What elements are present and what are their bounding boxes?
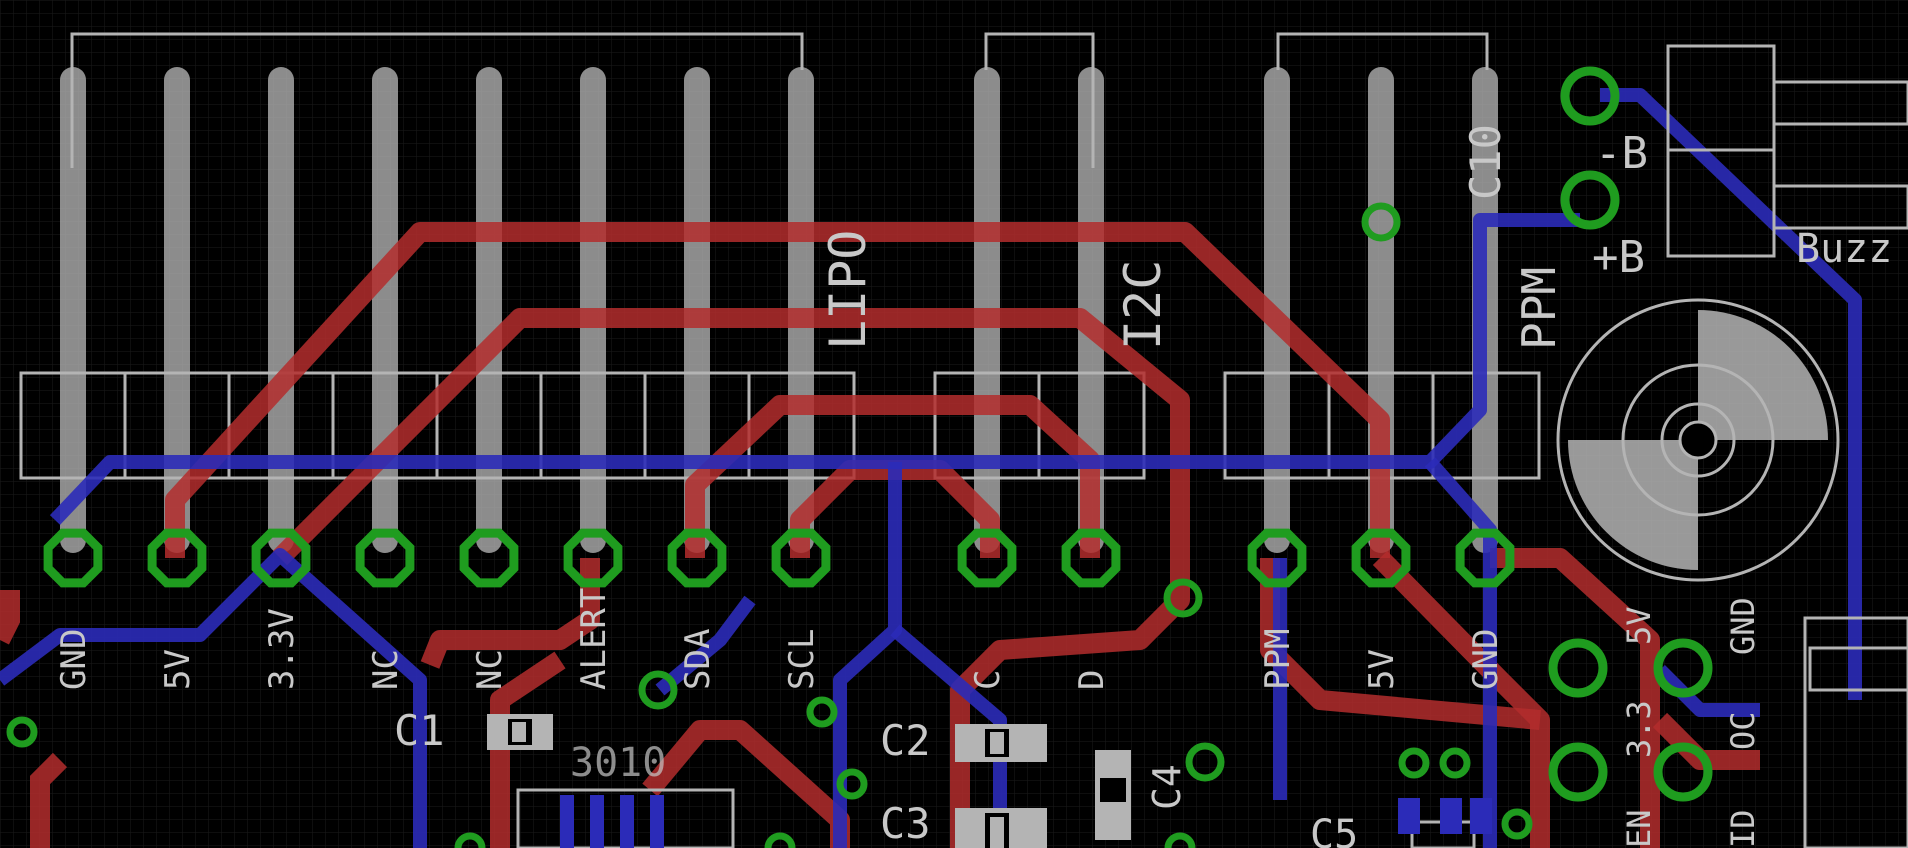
c5-label: C5 [1310,812,1358,848]
vias [6,202,1533,848]
lipo-pad-4[interactable] [459,528,519,588]
buzzer-quadrant-bottom-left [1568,440,1698,570]
regulator-pads[interactable] [1548,638,1713,802]
ic-pads [560,795,664,848]
reg-label-en: EN [1620,809,1658,848]
pin-labels: GND 5V 3.3V NC NC ALERT SDA SCL C D PPM 5V GND [54,588,1506,690]
lipo-pad-2[interactable] [251,528,311,588]
header-pads[interactable] [43,528,1515,588]
lipo-pad-3[interactable] [355,528,415,588]
ppm-pin-label-2: GND [1466,629,1506,690]
lipo-pin-label-5: ALERT [574,588,614,690]
i2c-pad-1[interactable] [1061,528,1121,588]
capacitor-c2[interactable] [955,724,1047,762]
buzzer-plus-label: +B [1592,232,1645,283]
lipo-pad-6[interactable] [667,528,727,588]
ppm-pad-2[interactable] [1455,528,1515,588]
c10-label: C10 [1461,124,1510,200]
lipo-pad-0[interactable] [43,528,103,588]
ppm-pin-label-0: PPM [1258,629,1298,690]
top-copper-left-edge [0,590,68,848]
c4-label: C4 [1145,764,1189,810]
capacitor-c4[interactable] [1095,750,1131,840]
ppm-label: PPM [1512,267,1566,350]
reg-label-id: ID [1724,809,1762,848]
buzzer-name-label: Buzz [1796,226,1892,272]
regulator-footprint[interactable] [1803,616,1908,848]
buzzer-center-hole [1678,420,1718,460]
lipo-pin-label-3: NC [366,649,406,690]
buzzer-pads[interactable] [1560,66,1620,230]
c3-label: C3 [880,799,931,848]
lipo-pin-label-1: 5V [158,649,198,690]
reg-label-3v3: 3.3 [1620,700,1658,758]
buzzer-quadrant-top-right [1698,310,1828,440]
lipo-pin-label-2: 3.3V [262,608,302,690]
i2c-pin-label-1: D [1072,670,1112,690]
ic-label: 3010 [570,740,666,786]
lipo-label: LIPO [819,230,877,350]
lipo-pin-label-0: GND [54,629,94,690]
bottom-copper-traces [0,88,1862,848]
i2c-pad-0[interactable] [957,528,1017,588]
lipo-pin-label-4: NC [470,649,510,690]
i2c-pin-label-0: C [968,670,1008,690]
lipo-pad-5[interactable] [563,528,623,588]
i2c-label: I2C [1114,260,1172,350]
ic-footprint[interactable] [516,788,735,848]
capacitor-c3[interactable] [955,808,1047,848]
lipo-pad-7[interactable] [771,528,831,588]
sot-pads [1398,798,1492,834]
c2-label: C2 [880,716,931,765]
capacitor-c1[interactable] [487,714,553,750]
reg-label-oc: OC [1724,711,1762,750]
c1-label: C1 [394,706,445,755]
lipo-pin-label-7: SCL [782,629,822,690]
lipo-pin-label-6: SDA [678,629,718,690]
reg-label-5v: 5V [1620,606,1658,645]
lipo-pad-1[interactable] [147,528,207,588]
buzzer-minus-label: -B [1595,128,1648,179]
reg-label-gnd: GND [1724,597,1762,655]
ppm-pad-1[interactable] [1351,528,1411,588]
ppm-pin-label-1: 5V [1362,649,1402,690]
ppm-pad-0[interactable] [1247,528,1307,588]
